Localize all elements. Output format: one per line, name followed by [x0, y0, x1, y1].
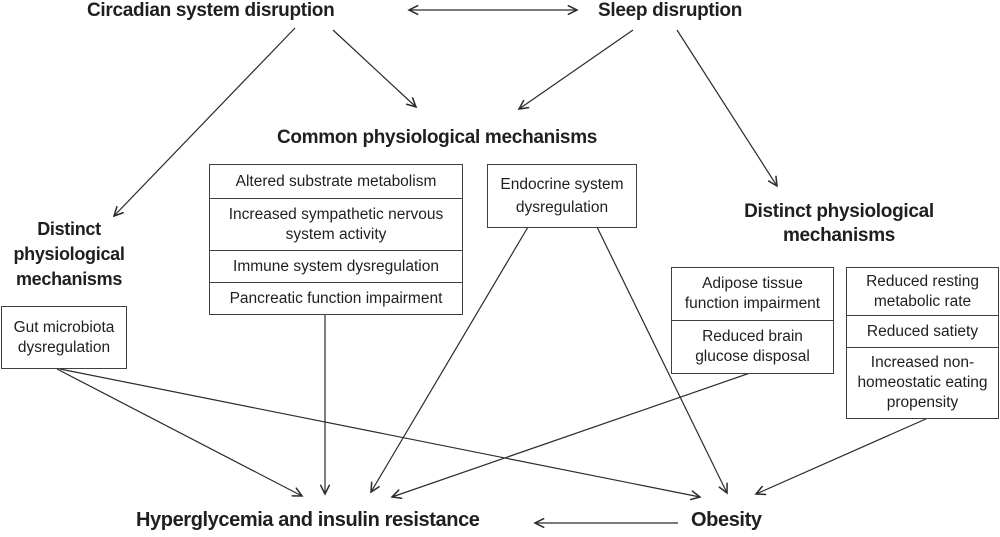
endocrine-box: Endocrine system dysregulation: [487, 164, 637, 228]
common-item-altered-substrate: Altered substrate metabolism: [210, 165, 462, 199]
arrow-brain-glucose-hyperglycemia: [390, 372, 751, 500]
arrow-sleep-right-distinct: [676, 29, 778, 188]
metabolic-column-box: Reduced resting metabolic rate Reduced s…: [846, 267, 999, 419]
node-sleep-disruption: Sleep disruption: [598, 0, 743, 21]
gut-microbiota-box: Gut microbiota dysregulation: [1, 306, 127, 369]
item-reduced-satiety: Reduced satiety: [847, 316, 998, 348]
arrow-sleep-common: [517, 29, 634, 110]
adipose-column-box: Adipose tissue function impairment Reduc…: [671, 267, 834, 374]
arrow-endocrine-hyperglycemia: [370, 226, 529, 494]
node-circadian-disruption: Circadian system disruption: [87, 0, 335, 21]
node-hyperglycemia-insulin-resistance: Hyperglycemia and insulin resistance: [136, 509, 480, 531]
arrow-gut-obesity: [59, 368, 702, 501]
common-item-pancreatic-impairment: Pancreatic function impairment: [229, 289, 443, 307]
common-mechanisms-title: Common physiological mechanisms: [276, 127, 598, 148]
arrow-circadian-left-distinct: [112, 27, 296, 218]
item-reduced-brain-glucose: Reduced brain glucose disposal: [695, 328, 810, 365]
item-non-homeostatic-eating: Increased non-homeostatic eating propens…: [857, 354, 988, 411]
arrow-gut-hyperglycemia: [56, 368, 304, 497]
left-distinct-title: Distinct physiological mechanisms: [13, 219, 125, 289]
common-mechanisms-box: Altered substrate metabolism Increased s…: [209, 164, 463, 315]
gut-microbiota-label: Gut microbiota dysregulation: [13, 318, 115, 356]
arrow-circadian-common: [332, 29, 418, 109]
right-distinct-title: Distinct physiological mechanisms: [744, 201, 934, 246]
arrow-endocrine-obesity: [596, 226, 728, 495]
item-reduced-resting-metabolic-rate: Reduced resting metabolic rate: [847, 268, 998, 316]
common-item-immune-dysregulation: Immune system dysregulation: [210, 251, 462, 283]
endocrine-label: Endocrine system dysregulation: [500, 176, 624, 216]
item-adipose-impairment: Adipose tissue function impairment: [672, 268, 833, 321]
common-item-sympathetic-activity: Increased sympathetic nervous system act…: [210, 199, 462, 251]
node-obesity: Obesity: [691, 509, 762, 531]
arrow-right-column-obesity: [754, 417, 929, 496]
